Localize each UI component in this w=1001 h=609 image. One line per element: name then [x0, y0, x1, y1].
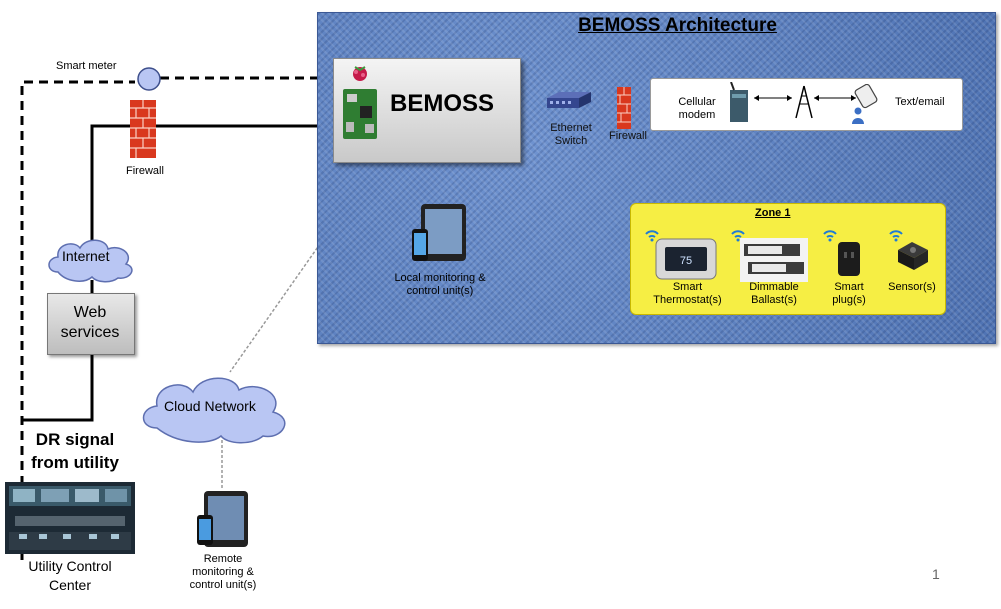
sensor-icon [898, 242, 928, 270]
phone-user-icon [852, 84, 878, 124]
internet-cloud-icon [48, 239, 133, 283]
firewall-icon-right [617, 87, 631, 129]
utility-control-center-photo [5, 482, 135, 554]
local-monitoring-label: Local monitoring &control unit(s) [394, 272, 486, 297]
wifi-icon [645, 230, 659, 242]
wifi-icon [823, 230, 837, 242]
firewall-left-label: Firewall [126, 165, 164, 177]
cell-tower-icon [795, 85, 813, 119]
signal-arrows [754, 95, 856, 101]
wifi-icon [731, 230, 745, 242]
dimmable-ballast-icon [740, 238, 808, 282]
zone-title: Zone 1 [755, 207, 791, 219]
zone-device-label: Sensor(s) [888, 281, 936, 293]
smart-plug-icon [838, 242, 860, 276]
text-email-label: Text/email [895, 96, 945, 108]
firewall-right-label: Firewall [609, 130, 647, 142]
internet-label: Internet [62, 248, 110, 264]
firewall-icon [130, 100, 156, 158]
diagram-title: BEMOSS Architecture [578, 15, 777, 36]
web-to-utility-line [22, 353, 94, 422]
page-number: 1 [932, 566, 940, 582]
internet-line [90, 124, 330, 260]
ethernet-switch-icon [547, 92, 591, 108]
web-services-box [47, 293, 135, 355]
smart-meter-icon [137, 67, 161, 91]
cellular-modem-icon [730, 82, 748, 122]
smart-thermostat-icon: 75 [655, 238, 717, 280]
raspberry-pi-icon [343, 66, 377, 139]
remote-tablet-phone-icon [197, 491, 248, 547]
wifi-icon [889, 230, 903, 242]
cloud-network-label: Cloud Network [164, 398, 256, 414]
cloud-network-icon [142, 377, 286, 444]
smart-meter-label: Smart meter [56, 60, 117, 72]
local-tablet-phone-icon [412, 204, 466, 261]
thermostat-display: 75 [680, 255, 692, 267]
bemoss-label: BEMOSS [390, 90, 495, 117]
